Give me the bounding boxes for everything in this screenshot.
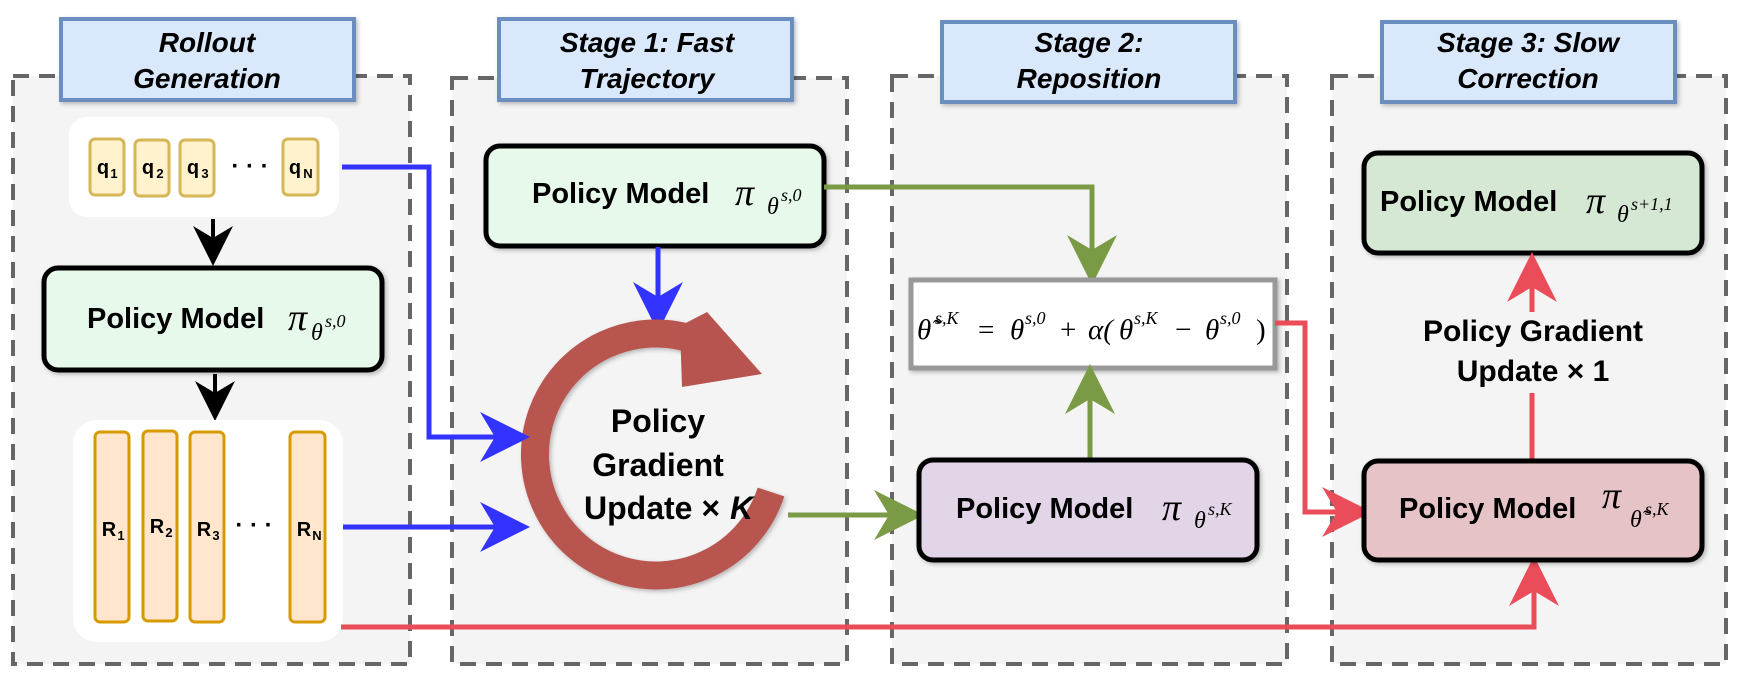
stage3-top-policy-model: Policy Model π θ s+1,1 [1361, 150, 1705, 256]
pi-symbol: π [1162, 487, 1182, 529]
query-ellipsis: · · · [231, 153, 268, 180]
svg-text:Update ×: Update × [584, 490, 720, 526]
query-group: q 1 q 2 q 3 · · · q N [69, 117, 339, 217]
svg-text:Policy Model: Policy Model [1399, 493, 1576, 525]
svg-text:Policy Model: Policy Model [532, 178, 709, 210]
stage3-update-line2: Update × 1 [1457, 355, 1610, 388]
svg-text:+: + [1060, 314, 1076, 346]
loop-arrowhead-icon [680, 312, 762, 387]
svg-text:θ: θ [1119, 314, 1133, 346]
arrow-queries-to-loop [342, 164, 530, 462]
response-bar: R 1 [93, 430, 131, 624]
svg-text:θ: θ [311, 320, 323, 346]
reposition-formula: θ̃ s,K = θ s,0 + α( θ s,K − θ s,0 ) [908, 277, 1278, 371]
svg-text:R: R [197, 519, 212, 541]
response-bar: R 3 [188, 430, 226, 624]
response-bar: R N [288, 430, 327, 624]
svg-text:s,0: s,0 [1025, 308, 1046, 328]
arrow-responses-to-stage3 [341, 556, 1559, 630]
svg-text:Policy Model: Policy Model [956, 493, 1133, 525]
query-token: q 3 [178, 138, 216, 198]
title-stage2-line2: Reposition [1017, 63, 1162, 94]
svg-text:): ) [1256, 314, 1266, 346]
title-stage1-line2: Trajectory [580, 63, 716, 94]
arrow-model-to-formula [824, 184, 1117, 285]
title-stage2: Stage 2: Reposition [940, 20, 1237, 104]
svg-text:s,K: s,K [1208, 499, 1233, 519]
svg-text:Gradient: Gradient [592, 447, 724, 483]
svg-text:2: 2 [165, 525, 172, 540]
svg-text:q: q [289, 157, 301, 179]
svg-text:s,K: s,K [1645, 499, 1670, 519]
title-stage2-line1: Stage 2: [1035, 27, 1144, 58]
svg-text:s,0: s,0 [781, 185, 802, 205]
response-ellipsis: · · · [235, 512, 272, 539]
title-stage1-line1: Stage 1: Fast [560, 27, 736, 58]
stage1-policy-model: Policy Model π θ s,0 [483, 143, 827, 249]
title-stage3-line1: Stage 3: Slow [1437, 27, 1621, 58]
title-stage1: Stage 1: Fast Trajectory [497, 17, 794, 102]
svg-text:s,0: s,0 [1220, 308, 1241, 328]
svg-text:Policy Model: Policy Model [87, 303, 264, 335]
svg-text:θ: θ [1010, 314, 1024, 346]
svg-text:s,K: s,K [1134, 308, 1159, 328]
svg-text:3: 3 [201, 166, 208, 181]
svg-text:R: R [150, 516, 165, 538]
svg-text:1: 1 [117, 528, 124, 543]
loop-arc [521, 319, 785, 590]
svg-text:Policy: Policy [611, 403, 705, 439]
svg-text:θ: θ [1205, 314, 1219, 346]
title-stage3-line2: Correction [1457, 63, 1599, 94]
pi-symbol: π [1586, 180, 1606, 222]
svg-text:N: N [312, 528, 321, 543]
svg-text:−: − [1175, 314, 1191, 346]
stage2-policy-model: Policy Model π θ s,K [916, 457, 1260, 563]
rollout-policy-model: Policy Model π θ s,0 [41, 265, 385, 373]
response-bar: R 2 [141, 429, 179, 623]
title-rollout-line2: Generation [133, 63, 281, 94]
query-token: q 2 [133, 138, 171, 198]
svg-text:θ: θ [1617, 202, 1629, 228]
svg-text:R: R [102, 519, 117, 541]
svg-text:K: K [730, 490, 756, 526]
stage3-bottom-policy-model: Policy Model π θ̃ s,K [1361, 458, 1705, 563]
svg-text:α(: α( [1088, 314, 1115, 346]
svg-text:q: q [187, 157, 199, 179]
svg-text:θ: θ [1194, 508, 1206, 534]
arrow-formula-to-model [1275, 320, 1372, 537]
query-token: q N [281, 137, 320, 197]
pi-symbol: π [288, 297, 308, 339]
pi-symbol: π [1602, 475, 1622, 517]
policy-gradient-loop: Policy Gradient Update × K [521, 312, 785, 590]
svg-text:Policy Model: Policy Model [1380, 186, 1557, 218]
svg-text:1: 1 [110, 166, 117, 181]
svg-text:s,K: s,K [935, 308, 960, 328]
stage3-update-line1: Policy Gradient [1423, 315, 1643, 348]
svg-text:s,0: s,0 [325, 311, 346, 331]
svg-text:2: 2 [156, 166, 163, 181]
title-stage3: Stage 3: Slow Correction [1380, 20, 1677, 104]
svg-text:q: q [97, 157, 109, 179]
svg-text:=: = [978, 314, 994, 346]
pi-symbol: π [735, 172, 755, 214]
svg-text:q: q [142, 157, 154, 179]
response-group: R 1 R 2 R 3 · · · R N [73, 420, 343, 642]
title-rollout: Rollout Generation [59, 17, 356, 102]
query-token: q 1 [88, 137, 126, 197]
svg-text:θ: θ [767, 194, 779, 220]
svg-text:s+1,1: s+1,1 [1631, 194, 1673, 214]
svg-text:N: N [303, 166, 312, 181]
svg-text:3: 3 [212, 528, 219, 543]
svg-text:R: R [297, 519, 312, 541]
title-rollout-line1: Rollout [159, 27, 257, 58]
